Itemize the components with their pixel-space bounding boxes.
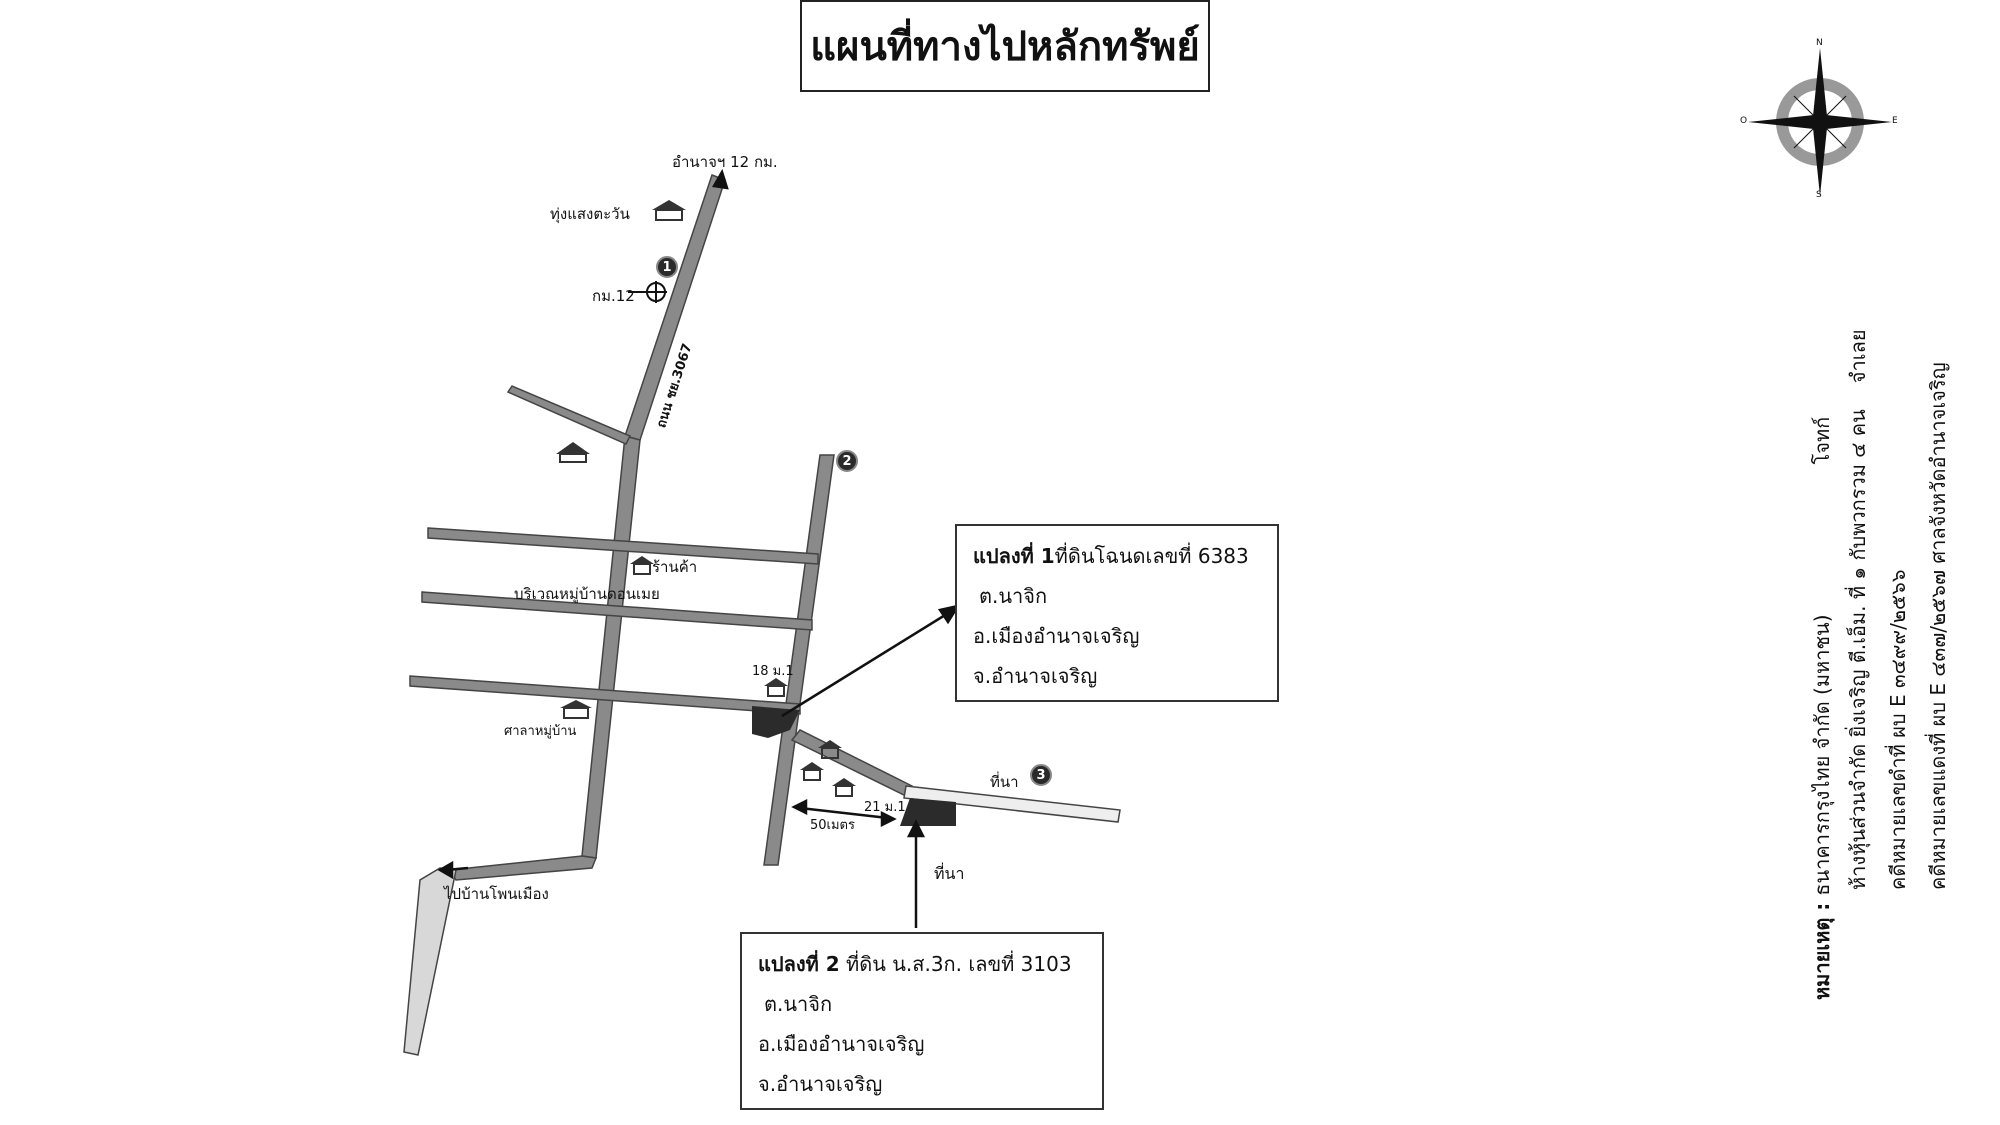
plot1-pointer [781,610,951,718]
compass-west-label: O [1740,116,1748,126]
plot2-changwat: จ.อำนาจเจริญ [758,1072,883,1096]
compass-rose: N S E O [1740,38,1900,200]
label-tung-saeng: ทุ่งแสงตะวัน [550,205,630,223]
plot2-arrowhead [906,819,926,838]
pointer-arrows [437,168,961,928]
note-defendant-role: จำเลย [1846,329,1870,384]
plot1-changwat: จ.อำนาจเจริญ [973,664,1098,688]
cross-road-1 [427,527,819,565]
note-black-case: คดีหมายเลขดำที่ ผบ E ๓๔๙๙/๒๕๖๖ [1886,569,1910,890]
main-road-south [581,435,641,859]
route-badge-1: 1 [656,256,678,278]
label-village-hall: ศาลาหมู่บ้าน [504,724,577,739]
label-distance: 50เมตร [810,818,855,833]
label-village-area: บริเวณหมู่บ้านดอนเมย [514,585,660,603]
sw-arrowhead [437,860,454,880]
label-amphoe-distance: อำนาจฯ 12 กม. [672,153,778,171]
road-to-phon-mueang [448,855,598,881]
north-arrowhead [712,168,729,190]
distance-arrowhead-left [791,798,808,816]
label-house21: 21 ม.1 [864,800,906,815]
plot1-detail: ที่ดินโฉนดเลขที่ 6383 [1054,544,1249,568]
label-paddy-plot2: ที่นา [934,864,965,883]
cross-road-2 [421,591,813,631]
plot1-amphoe: อ.เมืองอำนาจเจริญ [973,624,1140,648]
plot2-heading: แปลงที่ 2 [758,952,840,976]
compass-icon [1748,48,1892,196]
note-defendant: ห้างหุ้นส่วนจำกัด ยิ่งเจริญ ตี.เอ็ม. ที่… [1846,409,1870,890]
label-shop: ร้านค้า [652,558,698,576]
plot1-land [752,706,800,738]
plot2-info-box: แปลงที่ 2 ที่ดิน น.ส.3ก. เลขที่ 3103 ต.น… [740,932,1104,1110]
plot2-land [900,798,956,826]
plot2-amphoe: อ.เมืองอำนาจเจริญ [758,1032,925,1056]
compass-north-label: N [1816,38,1823,48]
house-icon [764,678,788,697]
note-line-1: หมายเหตุ : ธนาคารกรุงไทย จำกัด (มหาชน) โจ… [1806,417,1838,1000]
distance-arrow [799,806,889,820]
note-red-case: คดีหมายเลขแดงที่ ผบ E ๔๓๗/๒๕๖๗ ศาลจังหวั… [1926,362,1950,890]
paddy-road [903,785,1121,823]
compass-east-label: E [1892,116,1898,126]
note-line-4: คดีหมายเลขแดงที่ ผบ E ๔๓๗/๒๕๖๗ ศาลจังหวั… [1922,362,1954,890]
house-icon [630,556,654,575]
house-icon [652,200,686,221]
label-house18: 18 ม.1 [752,664,794,679]
side-road-west [506,385,632,445]
note-line-3: คดีหมายเลขดำที่ ผบ E ๓๔๙๙/๒๕๖๖ [1882,569,1914,890]
plot1-heading: แปลงที่ 1 [973,544,1055,568]
house-icon [560,700,592,719]
house-icon [818,740,842,759]
note-line-2: ห้างหุ้นส่วนจำกัด ยิ่งเจริญ ตี.เอ็ม. ที่… [1842,329,1874,890]
route-badge-2: 2 [836,450,858,472]
note-label: หมายเหตุ : [1810,895,1834,1000]
km-marker-icon [628,281,667,303]
cross-road-3 [409,675,801,715]
distance-arrowhead-right [880,810,897,828]
plot2-detail: ที่ดิน น.ส.3ก. เลขที่ 3103 [839,952,1072,976]
roads [403,174,1121,1056]
house-icon [556,442,590,463]
label-km12: กม.12 [592,287,635,305]
route-badge-3: 3 [1030,764,1052,786]
compass-south-label: S [1816,190,1822,200]
plot1-info-box: แปลงที่ 1ที่ดินโฉนดเลขที่ 6383 ต.นาจิก อ… [955,524,1279,702]
map-title: แผนที่ทางไปหลักทรัพย์ [800,0,1210,92]
plot1-arrowhead [937,604,961,625]
house-icon [832,778,856,797]
label-to-phon-mueang: ไปบ้านโพนเมือง [444,885,549,903]
house-icon [800,762,824,781]
note-plaintiff-role: โจทก์ [1810,416,1834,465]
note-plaintiff: ธนาคารกรุงไทย จำกัด (มหาชน) [1810,614,1834,896]
label-paddy-3: ที่นา [990,773,1019,791]
plot1-tambon: ต.นาจิก [979,584,1048,608]
plot2-tambon: ต.นาจิก [764,992,833,1016]
